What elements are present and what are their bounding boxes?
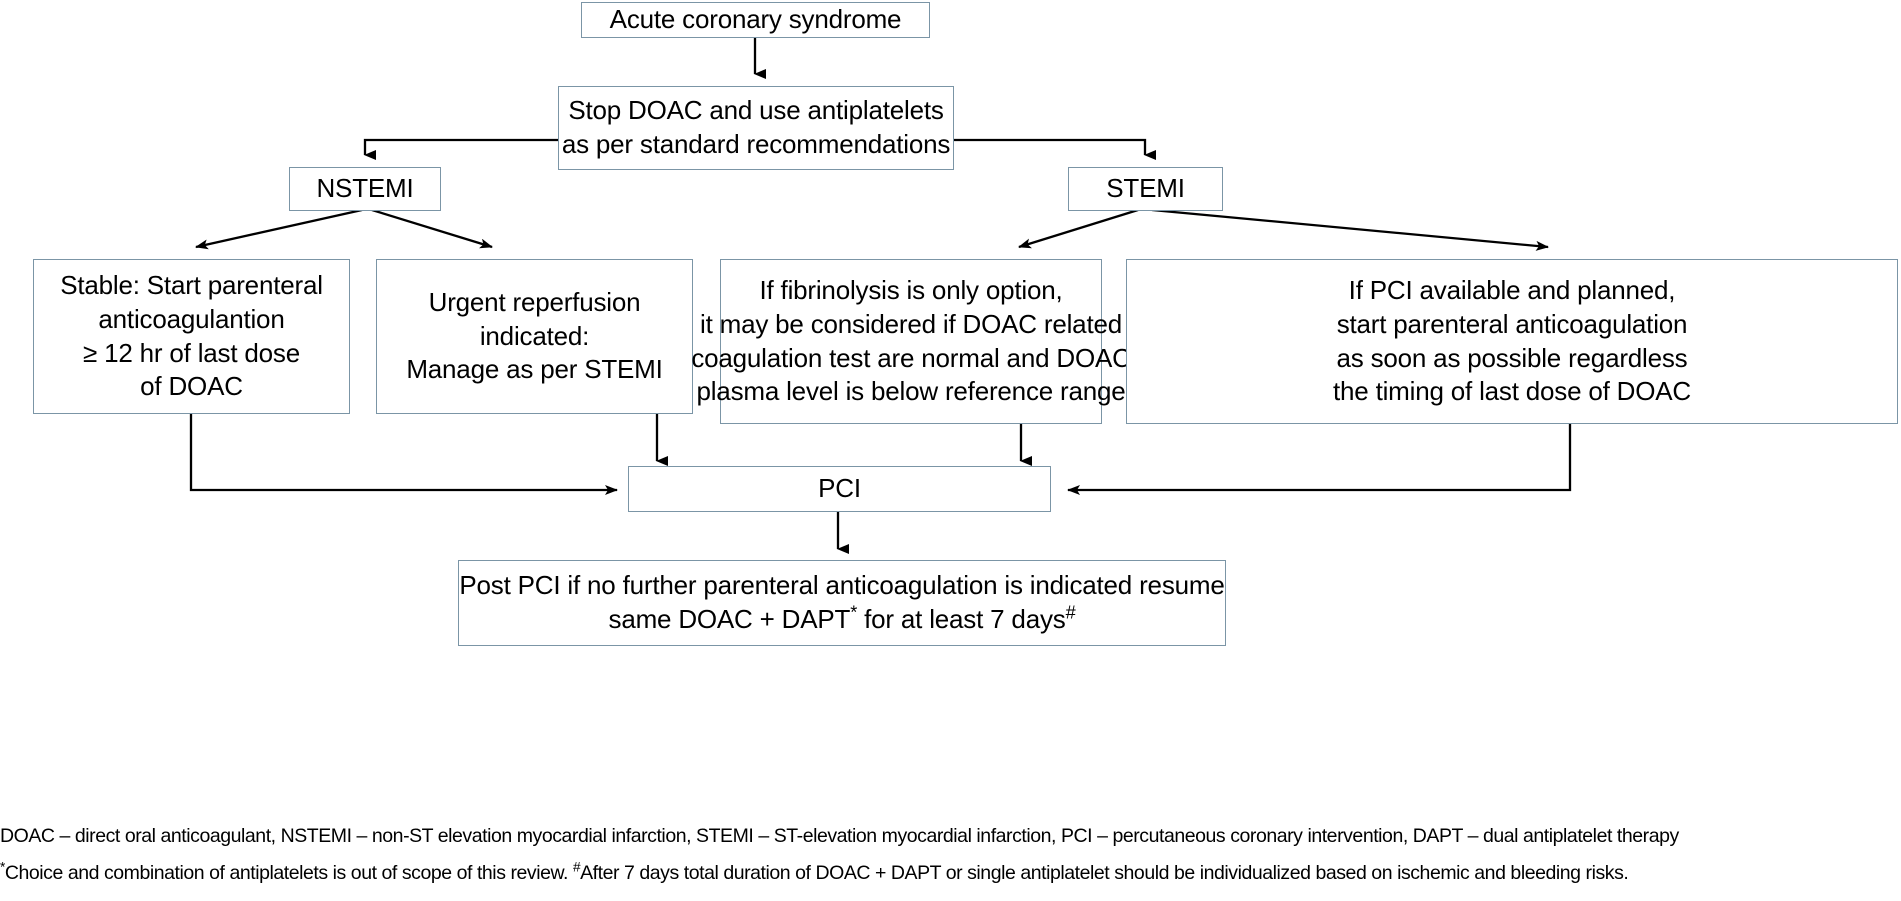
edge-stemi-to-pciavailable bbox=[1151, 208, 1549, 251]
footnotes-block: DOAC – direct oral anticoagulant, NSTEMI… bbox=[0, 818, 1901, 893]
node-urgent-reperfusion[interactable]: Urgent reperfusion indicated: Manage as … bbox=[376, 259, 693, 414]
edge-stemi-to-fibrinolysis bbox=[1018, 208, 1139, 249]
node-pci-available-line-2: start parenteral anticoagulation bbox=[1336, 308, 1688, 339]
footnote-asterisk-marker: * bbox=[0, 859, 5, 875]
node-nstemi-label: NSTEMI bbox=[316, 173, 414, 204]
node-post-pci[interactable]: Post PCI if no further parenteral antico… bbox=[458, 560, 1226, 646]
footnote-symbols: *Choice and combination of antiplatelets… bbox=[0, 855, 1901, 892]
node-nstemi[interactable]: NSTEMI bbox=[289, 167, 441, 211]
footnote-asterisk-text: Choice and combination of antiplatelets … bbox=[4, 862, 573, 885]
node-pci[interactable]: PCI bbox=[628, 466, 1051, 512]
node-stable-line-2: anticoagulantion bbox=[98, 303, 285, 334]
node-stop-doac-line-1: Stop DOAC and use antiplatelets bbox=[568, 95, 944, 126]
footnote-hash-text: After 7 days total duration of DOAC + DA… bbox=[580, 862, 1629, 885]
edge-stopdoac-to-nstemi bbox=[363, 138, 558, 160]
edge-nstemi-to-urgent bbox=[371, 208, 493, 249]
post-pci-text-c: for at least 7 days bbox=[857, 604, 1066, 634]
node-stable-line-3: ≥ 12 hr of last dose bbox=[83, 337, 300, 368]
node-fibrinolysis-line-1: If fibrinolysis is only option, bbox=[759, 274, 1063, 305]
node-stop-doac[interactable]: Stop DOAC and use antiplatelets as per s… bbox=[558, 86, 954, 170]
node-pci-label: PCI bbox=[818, 473, 861, 504]
edge-nstemi-to-stable bbox=[195, 208, 363, 250]
node-fibrinolysis-line-3: coagulation test are normal and DOAC bbox=[691, 342, 1131, 373]
node-urgent-line-2: indicated: bbox=[479, 320, 590, 351]
node-urgent-line-3: Manage as per STEMI bbox=[406, 354, 663, 385]
node-pci-available-planned[interactable]: If PCI available and planned, start pare… bbox=[1126, 259, 1898, 424]
node-stable-line-1: Stable: Start parenteral bbox=[60, 269, 323, 300]
node-urgent-line-1: Urgent reperfusion bbox=[428, 286, 641, 317]
edge-stopdoac-to-stemi bbox=[953, 138, 1156, 160]
post-pci-asterisk: * bbox=[850, 602, 858, 623]
node-post-pci-line-1: Post PCI if no further parenteral antico… bbox=[459, 570, 1225, 601]
post-pci-hash: # bbox=[1065, 602, 1076, 623]
node-fibrinolysis-line-2: it may be considered if DOAC related bbox=[700, 308, 1122, 339]
node-stable-line-4: of DOAC bbox=[140, 371, 243, 402]
edge-pciavailable-to-pci bbox=[1067, 424, 1572, 495]
node-fibrinolysis-option[interactable]: If fibrinolysis is only option, it may b… bbox=[691, 259, 1131, 424]
footnote-hash-marker: # bbox=[572, 859, 581, 875]
node-stemi[interactable]: STEMI bbox=[1068, 167, 1223, 211]
post-pci-text-a: same DOAC + DAPT bbox=[608, 604, 851, 634]
edge-stable-to-pci bbox=[189, 414, 618, 495]
node-acs-line-1: Acute coronary syndrome bbox=[609, 4, 902, 35]
node-stable-start-parenteral[interactable]: Stable: Start parenteral anticoagulantio… bbox=[33, 259, 350, 414]
footnote-abbreviations: DOAC – direct oral anticoagulant, NSTEMI… bbox=[0, 825, 1679, 847]
node-stop-doac-line-2: as per standard recommendations bbox=[561, 129, 951, 159]
node-pci-available-line-4: the timing of last dose of DOAC bbox=[1333, 376, 1691, 407]
node-pci-available-line-1: If PCI available and planned, bbox=[1348, 274, 1676, 305]
node-stemi-label: STEMI bbox=[1106, 173, 1185, 204]
node-post-pci-line-2: same DOAC + DAPT* for at least 7 days# bbox=[609, 603, 1076, 637]
node-acute-coronary-syndrome[interactable]: Acute coronary syndrome bbox=[581, 2, 930, 38]
node-pci-available-line-3: as soon as possible regardless bbox=[1336, 342, 1688, 373]
node-fibrinolysis-line-4: plasma level is below reference range bbox=[696, 376, 1126, 407]
